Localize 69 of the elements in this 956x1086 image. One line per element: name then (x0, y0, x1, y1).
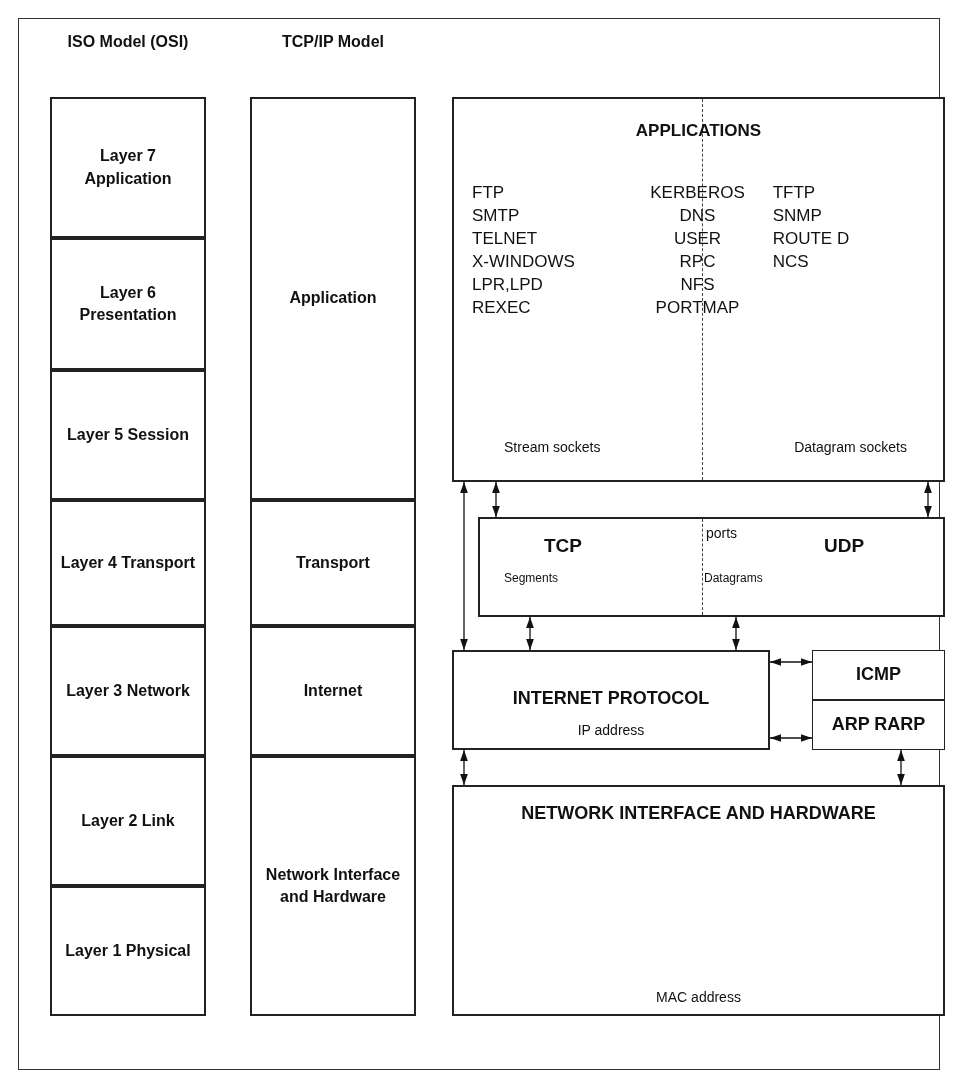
double-arrow (732, 616, 740, 651)
layer-name: Layer 1 Physical (65, 940, 191, 961)
socket-label: Stream sockets (504, 439, 601, 455)
socket-label: Datagram sockets (794, 439, 907, 455)
layer-box (50, 886, 206, 1016)
double-arrow (460, 749, 468, 786)
protocol-name: PORTMAP (655, 297, 740, 319)
address-label: MAC address (655, 989, 742, 1005)
protocol-name: FTP (472, 182, 505, 204)
protocol-name: TELNET (472, 228, 538, 250)
protocol-name: DNS (679, 205, 716, 227)
double-arrow (492, 481, 500, 518)
protocol-name: SNMP (772, 205, 822, 227)
protocol-name: NFS (680, 274, 715, 296)
protocol-name: TFTP (772, 182, 816, 204)
box-label: Datagrams (704, 571, 763, 585)
protocol-name: UDP (824, 535, 865, 557)
layer-box (50, 626, 206, 756)
protocol-name: KERBEROS (650, 182, 745, 204)
column-heading: TCP/IP Model (281, 32, 385, 52)
protocol-name: TCP (544, 535, 582, 557)
layer-name: Transport (296, 552, 370, 573)
protocol-name: ROUTE D (772, 228, 850, 250)
protocol-name: NETWORK INTERFACE AND HARDWARE (520, 802, 877, 825)
layer-box (250, 756, 416, 1016)
double-arrow (526, 616, 534, 651)
protocol-box (812, 700, 945, 750)
box-label: ports (706, 525, 738, 541)
protocol-name: RPC (679, 251, 716, 273)
protocol-name: X-WINDOWS (472, 251, 575, 273)
double-arrow (769, 658, 813, 666)
layer-name: Application (289, 288, 377, 309)
column-heading: ISO Model (OSI) (66, 32, 190, 52)
layer-name: Layer 6 Presentation (78, 282, 178, 325)
double-arrow (924, 481, 932, 518)
layer-name: Layer 2 Link (81, 810, 175, 831)
protocol-name: USER (673, 228, 722, 250)
layer-box (250, 500, 416, 626)
protocol-name: INTERNET PROTOCOL (511, 687, 711, 710)
protocol-name: LPR,LPD (472, 274, 543, 296)
protocol-box (452, 97, 945, 482)
protocol-name: NCS (772, 251, 809, 273)
double-arrow (897, 749, 905, 786)
layer-name: Layer 4 Transport (60, 552, 196, 573)
protocol-name: SMTP (472, 205, 520, 227)
protocol-box (478, 517, 945, 617)
layer-name: Layer 3 Network (66, 680, 190, 701)
layer-box (50, 756, 206, 886)
protocol-name: REXEC (472, 297, 531, 319)
layer-name: Layer 5 Session (67, 424, 189, 445)
layer-name: Layer 7 Application (83, 146, 173, 189)
double-arrow (769, 734, 813, 742)
section-heading: APPLICATIONS (634, 121, 763, 141)
layer-box (250, 626, 416, 756)
double-arrow (460, 481, 468, 651)
layer-box (250, 97, 416, 500)
box-label: Segments (504, 571, 559, 585)
layer-name: Internet (303, 680, 363, 701)
protocol-name: ARP RARP (831, 713, 926, 737)
protocol-box (452, 785, 945, 1016)
protocol-box (812, 650, 945, 700)
protocol-box (452, 650, 770, 750)
address-label: IP address (576, 722, 646, 738)
layer-name: Network Interface and Hardware (264, 864, 402, 907)
layer-box (50, 238, 206, 370)
layer-box (50, 500, 206, 626)
layer-box (50, 97, 206, 238)
layer-box (50, 370, 206, 500)
protocol-name: ICMP (856, 663, 901, 687)
